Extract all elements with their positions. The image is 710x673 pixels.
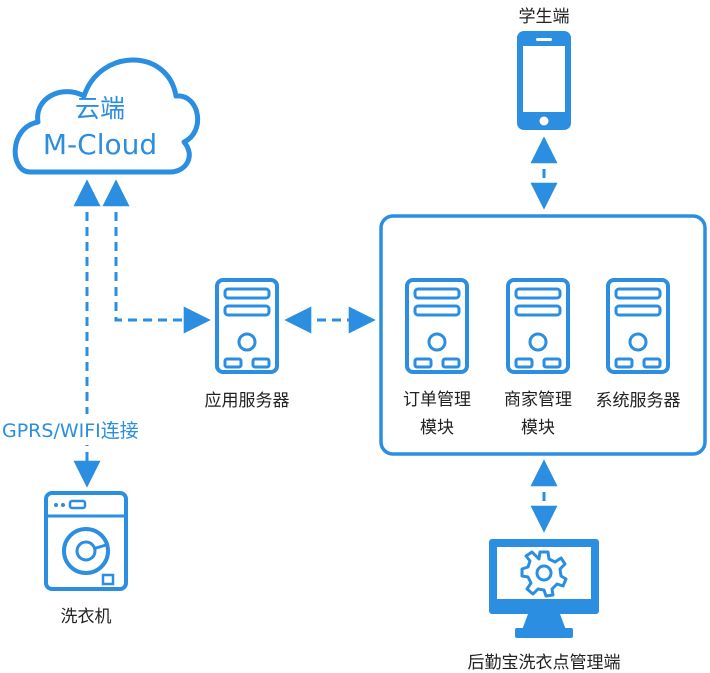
merchant-module-server-icon: [506, 278, 570, 374]
student-client-label: 学生端: [518, 7, 570, 27]
system-server-icon: [606, 278, 670, 374]
washing-machine-label: 洗衣机: [60, 607, 112, 627]
app-server-label: 应用服务器: [204, 391, 290, 411]
cloud-subtitle: M-Cloud: [42, 128, 158, 161]
cloud-title: 云端: [74, 94, 126, 123]
app-server-icon: [215, 278, 279, 374]
order-module-label: 订单管理 模块: [403, 390, 471, 438]
phone-icon: [517, 31, 571, 130]
monitor-icon: [489, 539, 599, 638]
admin-client-label: 后勤宝洗衣点管理端: [467, 653, 621, 673]
order-module-server-icon: [405, 278, 469, 374]
gear-icon: [520, 550, 568, 598]
cloud-icon: [12, 57, 201, 175]
washing-machine-icon: [44, 491, 128, 591]
system-server-label: 系统服务器: [595, 391, 681, 411]
modules-container: [379, 214, 707, 456]
merchant-module-label: 商家管理 模块: [504, 390, 572, 438]
connection-label: GPRS/WIFI连接: [2, 414, 139, 445]
connector-cloud-appserver: [102, 179, 211, 334]
